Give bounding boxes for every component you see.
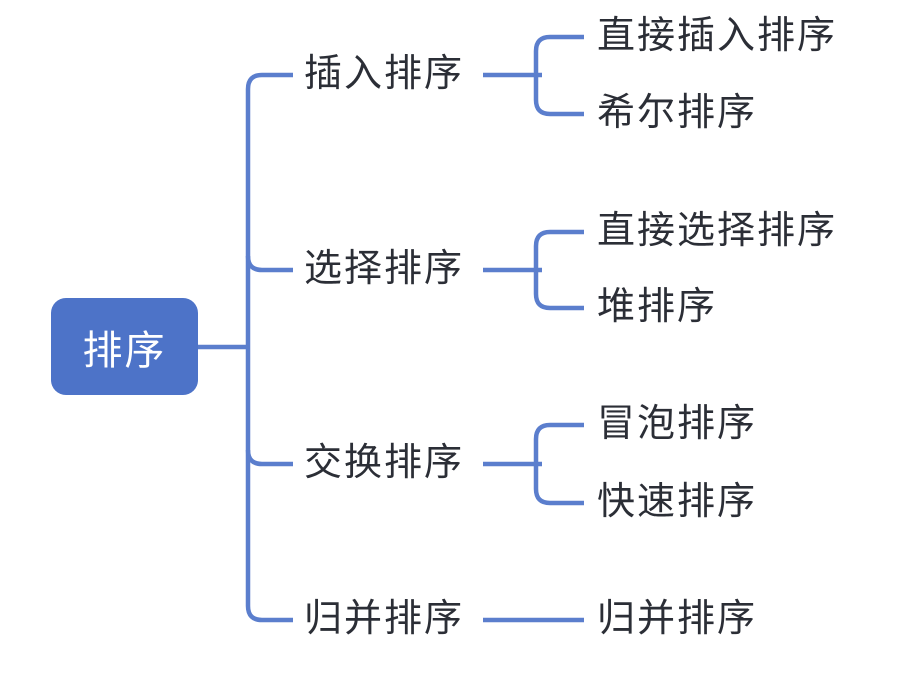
- leaf-node-heap-sort[interactable]: 堆排序: [597, 286, 718, 329]
- branch-node-insertion-sort[interactable]: 插入排序: [304, 53, 465, 96]
- connector-selection-sort-subtrunk: [533, 229, 584, 311]
- connector-trunk-to-exchange-sort: [245, 449, 293, 467]
- connector-main-trunk: [245, 72, 293, 623]
- branch-node-exchange-sort[interactable]: 交换排序: [304, 442, 465, 485]
- leaf-node-direct-insertion-sort[interactable]: 直接插入排序: [597, 15, 838, 58]
- connector-exchange-sort-subtrunk: [533, 422, 584, 506]
- connector-insertion-sort-subtrunk: [533, 34, 584, 117]
- leaf-node-quick-sort[interactable]: 快速排序: [597, 481, 758, 524]
- branch-node-merge-sort[interactable]: 归并排序: [304, 598, 465, 641]
- leaf-node-shell-sort[interactable]: 希尔排序: [597, 92, 758, 135]
- branch-node-selection-sort[interactable]: 选择排序: [304, 248, 465, 291]
- root-node-sorting[interactable]: 排序: [51, 298, 198, 395]
- connector-trunk-to-selection-sort: [245, 255, 293, 273]
- leaf-node-direct-selection-sort[interactable]: 直接选择排序: [597, 210, 838, 253]
- leaf-node-merge-sort[interactable]: 归并排序: [597, 598, 758, 641]
- leaf-node-bubble-sort[interactable]: 冒泡排序: [597, 403, 758, 446]
